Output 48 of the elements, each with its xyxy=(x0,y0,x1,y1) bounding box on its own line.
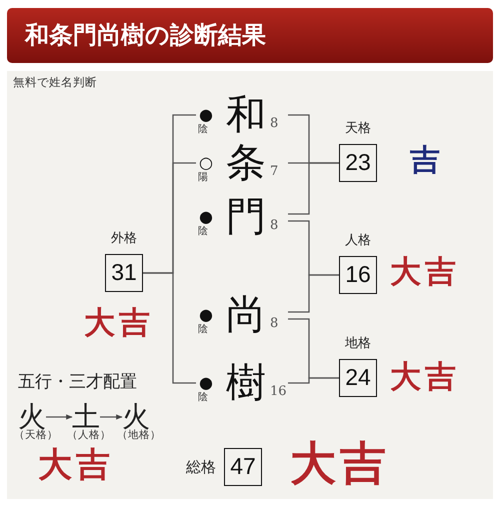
section-heading: 五行・三才配置 xyxy=(18,372,137,393)
fortune-rating: 大吉 xyxy=(290,438,390,488)
grid-label: 天格 xyxy=(344,120,372,138)
name-character: 門 xyxy=(226,195,266,239)
fortune-rating: 吉 xyxy=(410,144,444,178)
yin-yang-mark: ● xyxy=(199,209,213,225)
number-box: 31 xyxy=(105,254,143,292)
bracket-line xyxy=(143,272,196,384)
grid-caption: （天格） xyxy=(14,429,58,442)
stroke-count: 7 xyxy=(270,165,278,179)
arrow xyxy=(46,414,73,420)
number-box: 23 xyxy=(339,144,377,182)
yin-yang-mark: ○ xyxy=(199,155,213,171)
yin-yang-mark: ● xyxy=(199,107,213,123)
stroke-count: 8 xyxy=(270,117,278,131)
bracket-line xyxy=(288,274,339,313)
yin-yang-label: 陰 xyxy=(198,392,208,404)
fortune-rating: 大吉 xyxy=(84,306,154,341)
name-character: 樹 xyxy=(226,361,266,405)
grid-caption: （地格） xyxy=(117,429,161,442)
name-character: 和 xyxy=(226,93,266,137)
stroke-count: 16 xyxy=(270,385,287,399)
grid-label: 人格 xyxy=(344,232,372,250)
fortune-rating: 大吉 xyxy=(390,360,460,395)
fortune-rating: 大吉 xyxy=(390,255,460,290)
yin-yang-label: 陰 xyxy=(198,226,208,238)
grid-label: 外格 xyxy=(110,230,138,248)
stroke-count: 8 xyxy=(270,317,278,331)
yin-yang-label: 陰 xyxy=(198,324,208,336)
fortune-rating: 大吉 xyxy=(38,446,114,484)
bracket-line xyxy=(288,377,339,384)
number-box: 47 xyxy=(224,448,262,486)
grid-label: 地格 xyxy=(344,335,372,353)
number-box: 24 xyxy=(339,359,377,397)
grid-label: 総格 xyxy=(186,457,216,478)
yin-yang-mark: ● xyxy=(199,375,213,391)
name-character: 条 xyxy=(226,141,266,185)
stroke-count: 8 xyxy=(270,219,278,233)
yin-yang-label: 陽 xyxy=(198,172,208,184)
name-character: 尚 xyxy=(226,293,266,337)
yin-yang-label: 陰 xyxy=(198,124,208,136)
grid-caption: （人格） xyxy=(67,429,111,442)
yin-yang-mark: ● xyxy=(199,307,213,323)
arrow xyxy=(100,414,123,420)
bracket-line xyxy=(288,162,339,215)
title-bar: 和条門尚樹の診断結果 xyxy=(7,8,493,63)
tagline-text: 無料で姓名判断 xyxy=(13,75,97,90)
number-box: 16 xyxy=(339,256,377,294)
